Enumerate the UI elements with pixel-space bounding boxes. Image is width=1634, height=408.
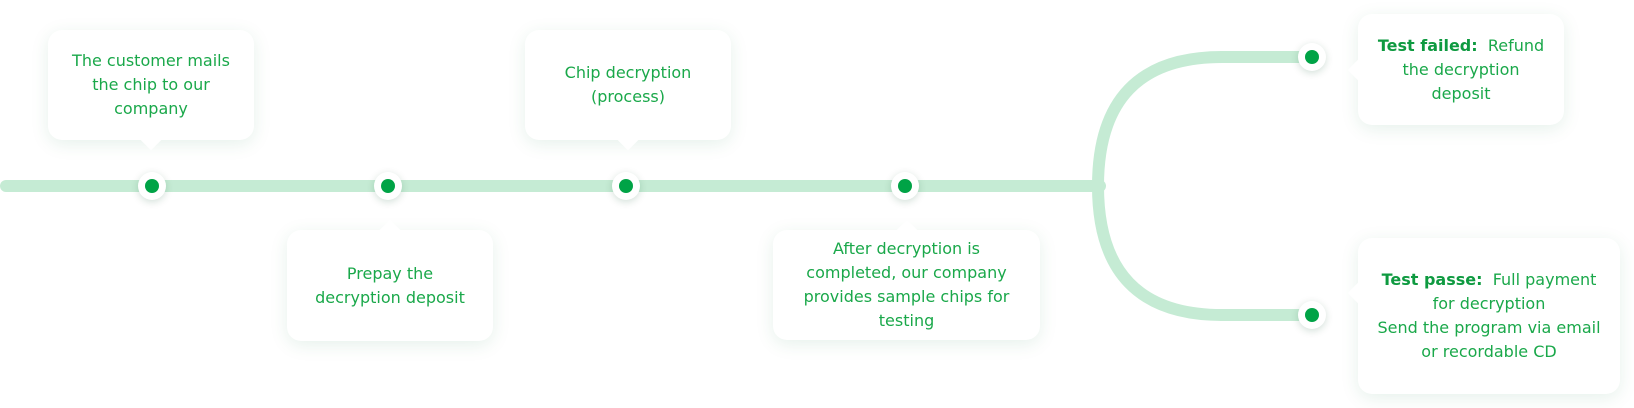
branch-card-passed: Test passe: Full payment for decryption … bbox=[1347, 238, 1620, 394]
step-text: Chip decryption (process) bbox=[564, 63, 692, 106]
branch-description-2: Send the program via email or recordable… bbox=[1377, 318, 1601, 361]
branch-text: Test passe: Full payment for decryption … bbox=[1370, 268, 1608, 364]
node-dot bbox=[381, 179, 395, 193]
node-dot bbox=[1305, 308, 1319, 322]
branch-description: Refund the decryption deposit bbox=[1402, 35, 1545, 103]
branch-label: Test passe: bbox=[1381, 270, 1483, 289]
branch-label: Test failed: bbox=[1377, 35, 1478, 55]
step-card-4: After decryption is completed, our compa… bbox=[773, 219, 1040, 340]
branch-text: Test failed: Refund the decryption depos… bbox=[1374, 34, 1548, 106]
step-card-2: Prepay the decryption deposit bbox=[287, 219, 493, 341]
node-dot bbox=[1305, 50, 1319, 64]
branch-description: Full payment for decryption bbox=[1432, 270, 1597, 313]
step-card-1: The customer mails the chip to our compa… bbox=[48, 30, 254, 151]
branch-card-failed: Test failed: Refund the decryption depos… bbox=[1347, 14, 1564, 125]
node-dot bbox=[898, 179, 912, 193]
branch-node-failed bbox=[1298, 43, 1326, 71]
timeline-node-3 bbox=[612, 172, 640, 200]
step-text: Prepay the decryption deposit bbox=[315, 263, 465, 307]
node-dot bbox=[145, 179, 159, 193]
step-text: The customer mails the chip to our compa… bbox=[72, 51, 230, 118]
step-text: After decryption is completed, our compa… bbox=[803, 239, 1010, 330]
timeline-node-4 bbox=[891, 172, 919, 200]
branch-curve bbox=[1091, 51, 1223, 321]
node-dot bbox=[619, 179, 633, 193]
timeline-node-2 bbox=[374, 172, 402, 200]
branch-node-passed bbox=[1298, 301, 1326, 329]
step-card-3: Chip decryption (process) bbox=[525, 30, 731, 151]
timeline-node-1 bbox=[138, 172, 166, 200]
